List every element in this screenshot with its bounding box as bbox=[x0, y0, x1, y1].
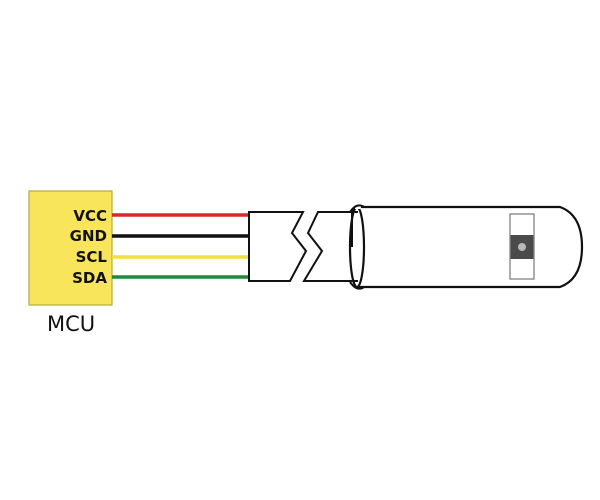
mcu-box bbox=[28, 190, 113, 306]
sensor-dot bbox=[518, 243, 526, 251]
cable-segment-right bbox=[302, 211, 363, 282]
sleeve-mask-top bbox=[355, 206, 361, 209]
sensor-window bbox=[509, 213, 535, 280]
pin-label-scl: SCL bbox=[76, 248, 108, 266]
probe-sleeve-top-curve bbox=[349, 204, 365, 213]
probe-body bbox=[358, 205, 584, 289]
cable-segment-left bbox=[248, 211, 308, 282]
wires bbox=[112, 213, 249, 279]
pin-label-vcc: VCC bbox=[73, 207, 107, 225]
pin-label-gnd: GND bbox=[70, 227, 107, 245]
probe-sleeve-bottom-curve bbox=[349, 281, 365, 290]
mcu-label: MCU bbox=[47, 312, 95, 336]
pin-label-sda: SDA bbox=[72, 269, 107, 287]
mcu-block: VCC GND SCL SDA MCU bbox=[28, 190, 113, 336]
